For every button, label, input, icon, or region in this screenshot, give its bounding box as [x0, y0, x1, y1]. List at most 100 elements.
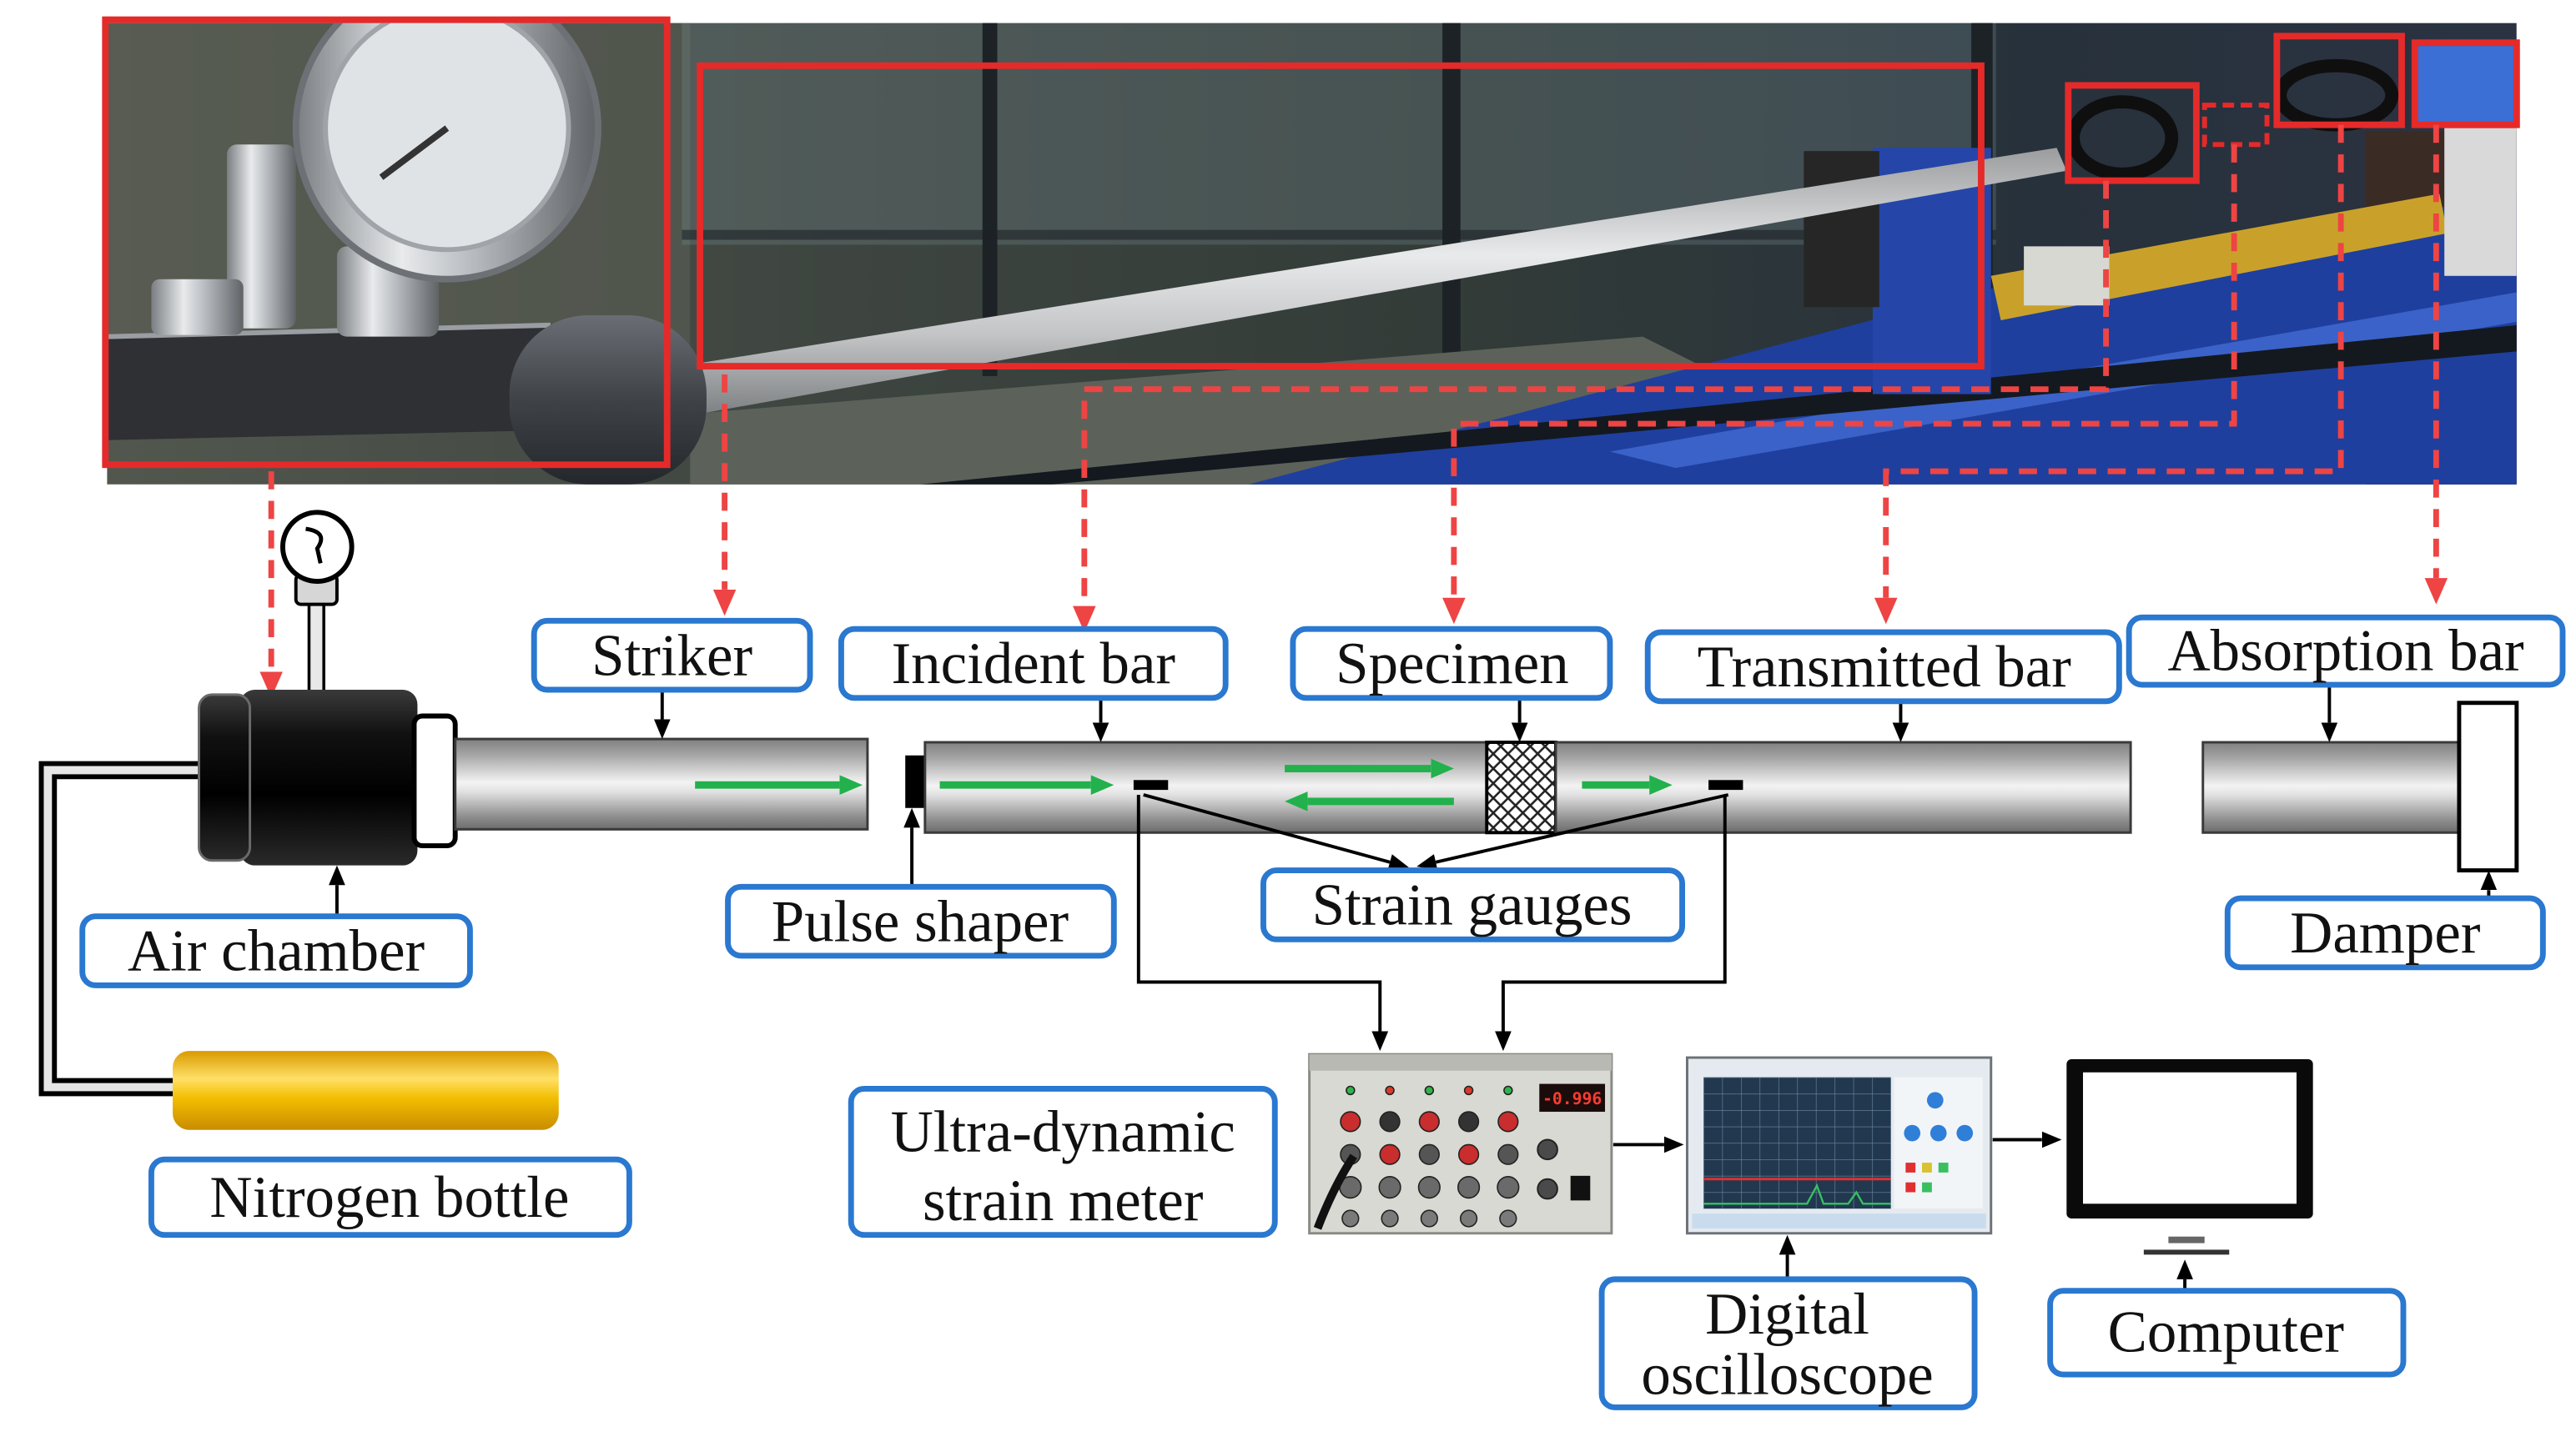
label-incident-bar: Incident bar [838, 626, 1229, 701]
bench-block [2024, 246, 2110, 306]
label-specimen: Specimen [1290, 626, 1613, 701]
pressure-gauge-face [323, 23, 571, 253]
meter-knob [1379, 1143, 1401, 1165]
label-box [531, 617, 813, 693]
callout-transmitted-bar [1874, 124, 2344, 625]
air-chamber-photo [509, 315, 707, 485]
specimen [1485, 741, 1557, 835]
label-air-chamber: Air chamber [79, 913, 473, 988]
label-pointers [329, 685, 2498, 1291]
meter-panel [1308, 1053, 1613, 1235]
lab-equipment [2414, 46, 2517, 125]
meter-indicator-led [1463, 1085, 1474, 1096]
label-text: Computer [2108, 1300, 2344, 1365]
oscilloscope-indicator [1922, 1182, 1932, 1193]
air-chamber-body [239, 689, 418, 866]
label-damper: Damper [2224, 895, 2546, 971]
meter-indicator-led [1424, 1085, 1435, 1096]
bar-photo [690, 148, 2067, 416]
meter-knob [1417, 1176, 1441, 1199]
oscilloscope-indicator [1922, 1163, 1932, 1173]
absorption-bar [2201, 741, 2461, 834]
meter-display [1539, 1083, 1606, 1113]
valve-fitting [151, 279, 244, 335]
label-strain-meter: Ultra-dynamic strain meter [848, 1086, 1278, 1239]
label-box [148, 1156, 632, 1239]
label-box [838, 626, 1229, 701]
label-box [2126, 614, 2566, 688]
meter-knob [1341, 1209, 1360, 1228]
label-striker: Striker [531, 617, 813, 693]
oscilloscope-indicator [1905, 1163, 1916, 1173]
pulse-shaper [905, 755, 925, 808]
oscilloscope-grid [1703, 1077, 1891, 1209]
meter-knob [1418, 1111, 1440, 1133]
oscilloscope-button [1904, 1124, 1921, 1142]
label-box [1260, 867, 1686, 942]
pointer-strain-gauge-left [1143, 793, 1409, 871]
meter-knob [1378, 1176, 1401, 1199]
air-chamber-cap [411, 713, 458, 849]
highlight-air-chamber [102, 16, 671, 469]
label-strain-gauges: Strain gauges [1260, 867, 1686, 942]
label-box [1644, 629, 2122, 705]
bench-rail [919, 324, 2517, 485]
clamp-ring [2066, 95, 2179, 181]
label-text-line-2: strain meter [923, 1168, 1204, 1234]
label-box [1290, 626, 1613, 701]
lab-photo [107, 23, 2517, 485]
air-chamber [198, 689, 458, 866]
signal-wire-transmitted [1495, 795, 1727, 1052]
photo-callouts [259, 124, 2448, 698]
label-box [79, 913, 473, 988]
ultra-dynamic-strain-meter-device: -0.996 [1308, 1053, 1613, 1235]
meter-knob [1499, 1209, 1517, 1228]
pressure-gauge [279, 510, 355, 693]
lab-equipment-panel [2444, 128, 2517, 276]
meter-knob [1457, 1176, 1481, 1199]
label-box [2224, 895, 2546, 971]
highlight-striker [697, 62, 1985, 370]
label-text: Striker [591, 623, 752, 688]
label-text: Nitrogen bottle [209, 1165, 569, 1230]
label-text-line-2: oscilloscope [1641, 1343, 1933, 1408]
label-pulse-shaper: Pulse shaper [725, 883, 1117, 959]
meter-knob [1497, 1111, 1519, 1133]
meter-indicator-led [1503, 1085, 1513, 1096]
meter-connector [1537, 1138, 1558, 1161]
label-box [725, 883, 1117, 959]
highlight-incident-bar [2065, 82, 2200, 184]
pressure-gauge-needle [379, 125, 450, 180]
label-text: Strain gauges [1312, 873, 1633, 938]
air-chamber-flange [198, 693, 252, 862]
pointer-strain-gauge-right [1416, 793, 1729, 871]
computer-monitor [2066, 1059, 2313, 1255]
label-text: Incident bar [892, 631, 1175, 696]
meter-knob [1420, 1209, 1438, 1228]
mounting-plate [107, 324, 551, 440]
label-nitrogen-bottle: Nitrogen bottle [148, 1156, 632, 1239]
highlight-absorption-bar [2411, 39, 2520, 128]
meter-knob [1379, 1111, 1401, 1133]
meter-indicator-led [1385, 1085, 1395, 1096]
label-text: Air chamber [128, 919, 425, 984]
label-computer: Computer [2047, 1288, 2407, 1378]
oscilloscope-indicator [1905, 1182, 1916, 1193]
label-text: Damper [2290, 901, 2480, 966]
window-frame [982, 23, 998, 376]
meter-knob [1457, 1111, 1480, 1133]
strain-gauge-transmitted [1708, 780, 1743, 791]
nitrogen-bottle [173, 1051, 559, 1130]
meter-switch [1570, 1175, 1591, 1201]
strain-gauge-incident [1133, 780, 1169, 791]
damper [2457, 701, 2519, 873]
meter-knob [1457, 1143, 1480, 1165]
meter-knob [1497, 1143, 1519, 1165]
stress-wave-arrows [695, 758, 1673, 811]
label-text: Transmitted bar [1698, 635, 2071, 700]
oscilloscope-button [1929, 1124, 1947, 1142]
oscilloscope-trace-green [1703, 1183, 1891, 1205]
oscilloscope-button [1926, 1092, 1944, 1109]
meter-indicator-led [1346, 1085, 1356, 1096]
